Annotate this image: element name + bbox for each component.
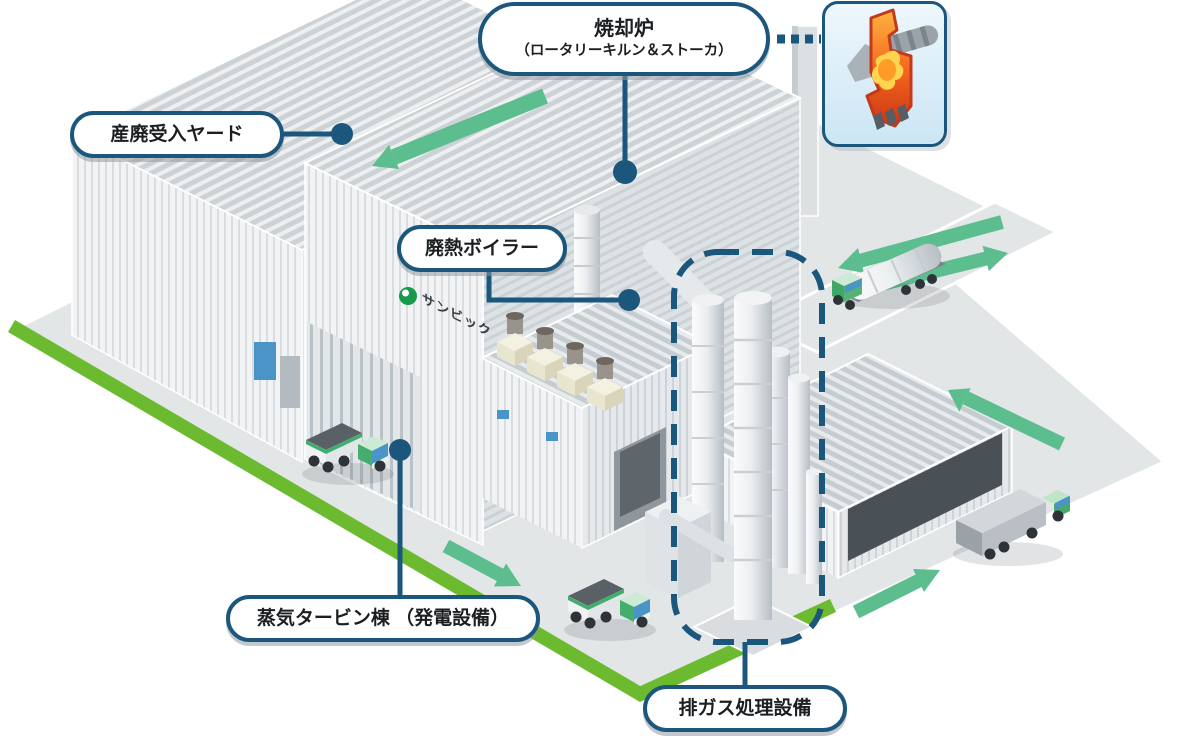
- callout-dot: [613, 160, 637, 184]
- label-receiving-yard: 産廃受入ヤード: [70, 111, 284, 158]
- blue-door: [254, 342, 276, 380]
- window: [546, 432, 558, 441]
- incinerator-cutaway-icon: [847, 8, 939, 130]
- label-steam-turbine: 蒸気タービン棟 （発電設備）: [226, 595, 540, 642]
- gas-treatment-stacks: [643, 240, 822, 658]
- gas-treatment-outline: [671, 249, 825, 645]
- box-truck: [953, 489, 1070, 566]
- callout-dot: [331, 123, 353, 145]
- flow-arrow-bottom-right: [852, 569, 940, 619]
- side-door: [280, 356, 300, 408]
- label-incinerator: 焼却炉 （ロータリーキルン＆ストーカ）: [478, 2, 770, 76]
- flow-arrow-right-road: [948, 388, 1066, 451]
- open-bay: [848, 433, 1002, 561]
- window: [497, 410, 509, 419]
- annotations: [280, 34, 825, 687]
- flow-arrow-inbound: [838, 215, 1004, 273]
- tanker-truck: [832, 243, 950, 310]
- flow-arrow-bottom-left: [442, 539, 521, 587]
- label-incinerator-subtitle: （ロータリーキルン＆ストーカ）: [515, 43, 733, 60]
- callout-dot: [389, 439, 411, 461]
- label-gas-treatment: 排ガス処理設備: [643, 685, 847, 732]
- label-incinerator-title: 焼却炉: [594, 18, 654, 41]
- flow-arrow-roof: [372, 88, 548, 169]
- incinerator-cutaway-card: [822, 1, 947, 147]
- callout-dot: [618, 289, 640, 311]
- label-waste-heat-boiler: 廃熱ボイラー: [397, 225, 567, 272]
